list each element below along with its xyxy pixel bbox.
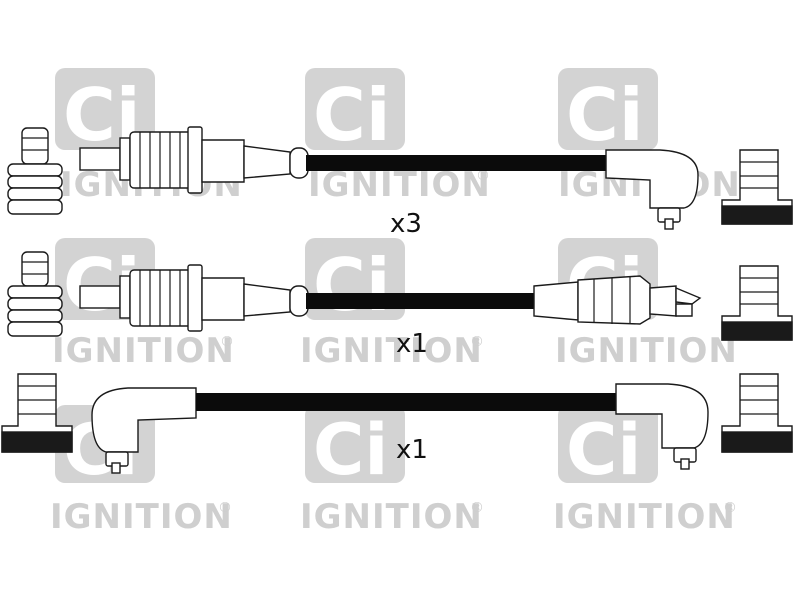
watermark-logo-text: Ci: [313, 409, 388, 491]
lead-cable: [196, 393, 618, 411]
watermark-reg-mark: ®: [470, 500, 484, 516]
plug-boot-angled-icon: [91, 387, 197, 474]
coil-boot-angled-icon: [605, 149, 699, 230]
watermark-brand-text: IGNITION: [308, 165, 491, 205]
watermark-brand-text: IGNITION: [300, 331, 483, 371]
watermark-reg-mark: ®: [476, 168, 490, 184]
plug-boot-icon: [79, 126, 309, 194]
quantity-label: x1: [396, 329, 428, 359]
watermark-logo: Ci: [305, 238, 405, 327]
coil-terminal-icon: [721, 265, 793, 341]
watermark-reg-mark: ®: [723, 500, 737, 516]
watermark-reg-mark: ®: [220, 334, 234, 350]
plug-terminal-icon: [7, 251, 63, 337]
watermark-logo-text: Ci: [566, 73, 644, 157]
coil-terminal-icon: [721, 149, 793, 225]
watermark-logo: Ci: [305, 68, 405, 157]
watermark-brand-text: IGNITION: [52, 331, 235, 371]
watermark-logo: Ci: [305, 405, 405, 491]
quantity-label: x3: [390, 209, 422, 239]
watermark-logo-text: Ci: [566, 409, 641, 491]
watermark-logo: Ci: [558, 405, 658, 491]
distributor-boot-straight-icon: [533, 275, 702, 325]
coil-boot-angled-icon: [615, 383, 709, 470]
watermark-logo-text: Ci: [313, 243, 391, 327]
coil-terminal-icon: [1, 373, 73, 453]
lead-row-3: x1: [1, 373, 793, 474]
plug-boot-icon: [79, 264, 309, 332]
watermark-brand-text: IGNITION: [50, 497, 233, 537]
watermark-brand-text: IGNITION: [553, 497, 736, 537]
quantity-label: x1: [396, 435, 428, 465]
watermark-layer: Ci IGNITION ® Ci IGNITION ® Ci IGNITION …: [50, 68, 740, 537]
watermark-brand-text: IGNITION: [555, 331, 738, 371]
watermark-logo: Ci: [558, 68, 658, 157]
watermark-reg-mark: ®: [218, 500, 232, 516]
lead-cable: [306, 293, 536, 309]
watermark-logo-text: Ci: [313, 73, 391, 157]
coil-terminal-icon: [721, 373, 793, 453]
plug-terminal-icon: [7, 127, 63, 215]
lead-cable: [306, 155, 608, 171]
watermark-reg-mark: ®: [470, 334, 484, 350]
lead-row-1: x3: [7, 126, 793, 239]
lead-row-2: x1: [7, 251, 793, 359]
watermark-brand-text: IGNITION: [300, 497, 483, 537]
